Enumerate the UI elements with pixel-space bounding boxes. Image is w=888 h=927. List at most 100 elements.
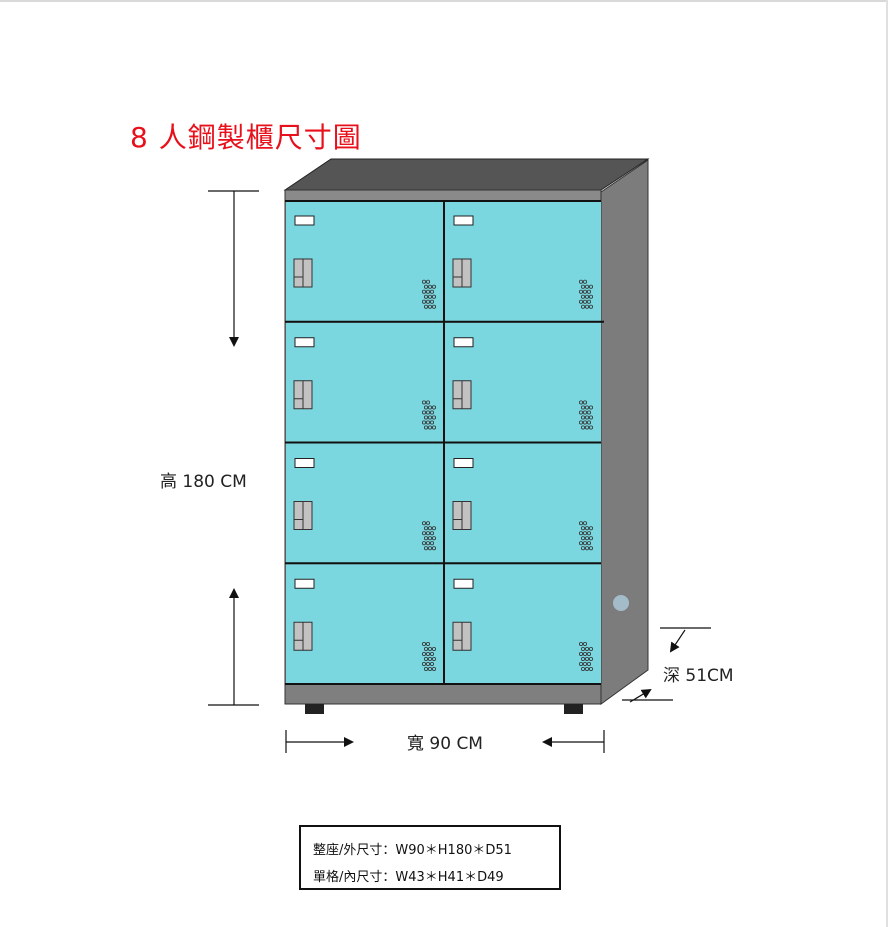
spec-box: 整座/外尺寸：W90＊H180＊D51 單格/內尺寸：W43＊H41＊D49: [299, 825, 561, 890]
vent-hole: [583, 279, 588, 284]
vent-hole: [583, 642, 588, 647]
vent-hole: [423, 294, 428, 299]
spec-outer: 整座/外尺寸：W90＊H180＊D51: [313, 843, 512, 858]
vent-hole: [421, 652, 426, 657]
vent-hole: [431, 536, 436, 541]
vent-hole: [425, 521, 430, 526]
vent-hole: [429, 420, 434, 425]
vent-hole: [431, 294, 436, 299]
vent-hole: [589, 405, 594, 410]
vent-hole: [427, 526, 432, 531]
cabinet-foot-left: [305, 704, 324, 714]
vent-hole: [423, 536, 428, 541]
vent-hole: [425, 410, 430, 415]
vent-hole: [429, 410, 434, 415]
vent-hole: [579, 541, 584, 546]
vent-hole: [421, 420, 426, 425]
vent-hole: [583, 531, 588, 536]
vent-hole: [427, 425, 432, 430]
vent-hole: [583, 410, 588, 415]
vent-hole: [429, 531, 434, 536]
vent-hole: [431, 546, 436, 551]
height-label: 高 180 CM: [160, 472, 247, 492]
vent-hole: [589, 536, 594, 541]
nameplate-slot: [294, 337, 315, 348]
vent-hole: [579, 279, 584, 284]
locker-door-3: [286, 322, 444, 443]
vent-hole: [589, 526, 594, 531]
vent-hole: [425, 662, 430, 667]
nameplate-slot: [294, 578, 315, 589]
vent-hole: [581, 546, 586, 551]
nameplate-slot: [294, 458, 315, 468]
nameplate-slot: [453, 458, 474, 468]
vent-hole: [425, 279, 430, 284]
diagram-title: 8 人鋼製櫃尺寸圖: [130, 121, 362, 154]
vent-hole: [587, 541, 592, 546]
vent-hole: [589, 667, 594, 672]
vent-hole: [425, 541, 430, 546]
vent-hole: [421, 410, 426, 415]
vent-hole: [421, 531, 426, 536]
vent-hole: [427, 667, 432, 672]
vent-hole: [583, 662, 588, 667]
vent-hole: [583, 652, 588, 657]
vent-hole: [425, 652, 430, 657]
vent-hole: [579, 662, 584, 667]
width-label: 寬 90 CM: [407, 734, 483, 754]
locker-door-1: [286, 201, 444, 322]
cabinet-body: [283, 158, 650, 714]
vent-hole: [425, 642, 430, 647]
vent-hole: [583, 521, 588, 526]
vent-hole: [581, 536, 586, 541]
vent-hole: [589, 425, 594, 430]
vent-hole: [579, 642, 584, 647]
vent-hole: [581, 294, 586, 299]
side-glint: [613, 595, 629, 611]
vent-hole: [581, 425, 586, 430]
vent-hole: [589, 304, 594, 309]
vent-hole: [587, 420, 592, 425]
vent-hole: [421, 400, 426, 405]
nameplate-slot: [453, 578, 474, 589]
vent-hole: [429, 299, 434, 304]
depth-arrow-up: [629, 688, 652, 703]
vent-hole: [585, 526, 590, 531]
vent-hole: [429, 652, 434, 657]
vent-hole: [427, 415, 432, 420]
vent-hole: [589, 546, 594, 551]
vent-hole: [585, 304, 590, 309]
cabinet-plinth: [284, 683, 602, 705]
vent-hole: [421, 279, 426, 284]
vent-hole: [583, 400, 588, 405]
vent-hole: [427, 657, 432, 662]
vent-hole: [579, 410, 584, 415]
vent-hole: [427, 536, 432, 541]
vent-hole: [579, 299, 584, 304]
vent-hole: [585, 647, 590, 652]
vent-hole: [583, 541, 588, 546]
vent-hole: [585, 546, 590, 551]
spec-inner: 單格/內尺寸：W43＊H41＊D49: [313, 870, 504, 885]
vent-hole: [423, 304, 428, 309]
vent-hole: [431, 415, 436, 420]
vent-hole: [585, 405, 590, 410]
cabinet-side-panel: [600, 159, 649, 705]
vent-hole: [421, 662, 426, 667]
vent-hole: [585, 425, 590, 430]
vent-hole: [421, 541, 426, 546]
vent-hole: [585, 657, 590, 662]
locker-door-4: [445, 322, 601, 443]
cabinet-foot-right: [564, 704, 583, 714]
vent-hole: [423, 526, 428, 531]
vent-hole: [581, 304, 586, 309]
vent-hole: [581, 405, 586, 410]
vent-hole: [589, 284, 594, 289]
nameplate-slot: [453, 215, 474, 226]
vent-hole: [581, 526, 586, 531]
locker-door-8: [445, 564, 601, 684]
vent-hole: [585, 284, 590, 289]
vent-hole: [425, 299, 430, 304]
vent-hole: [583, 420, 588, 425]
vent-hole: [579, 652, 584, 657]
